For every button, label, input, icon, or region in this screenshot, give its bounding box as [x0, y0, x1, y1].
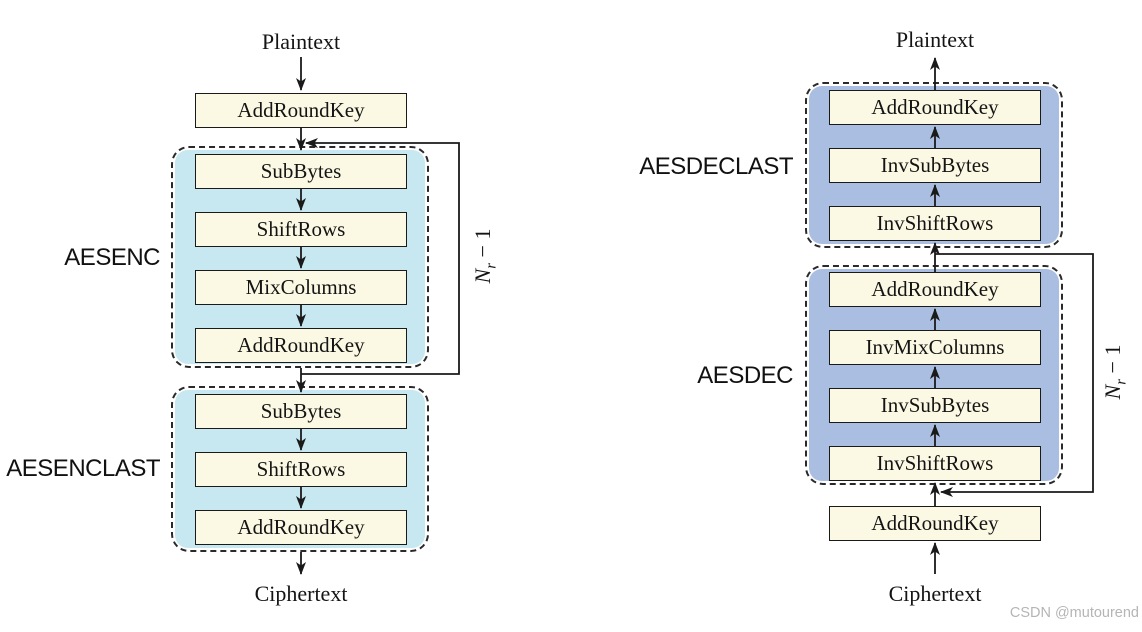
- loop-n-symbol: N: [1100, 384, 1125, 400]
- loop-subscript: r: [483, 262, 500, 269]
- loop-subscript: r: [1113, 378, 1130, 385]
- loop-minus-one: − 1: [1100, 344, 1125, 379]
- enc-ciphertext-label: Ciphertext: [254, 581, 348, 606]
- aesdec-step-addroundkey: AddRoundKey: [829, 272, 1041, 307]
- aesenc-step-shiftrows: ShiftRows: [195, 212, 407, 247]
- aesenc-label: AESENC: [64, 244, 160, 271]
- aesdec-step-invmixcolumns: InvMixColumns: [829, 330, 1041, 365]
- aesenclast-step-shiftrows: ShiftRows: [195, 452, 407, 487]
- watermark-text: CSDN @mutourend: [1009, 605, 1139, 621]
- loop-n-symbol: N: [470, 268, 495, 284]
- aesdeclast-label: AESDECLAST: [639, 153, 793, 180]
- aesenclast-step-subbytes: SubBytes: [195, 394, 407, 429]
- loop-minus-one: − 1: [470, 228, 495, 263]
- dec-plaintext-label: Plaintext: [895, 27, 975, 52]
- aesenc-step-subbytes: SubBytes: [195, 154, 407, 189]
- aesdeclast-step-invsubbytes: InvSubBytes: [829, 148, 1041, 183]
- aesdeclast-step-invshiftrows: InvShiftRows: [829, 206, 1041, 241]
- dec-final-addroundkey-box: AddRoundKey: [829, 506, 1041, 541]
- aesenc-step-mixcolumns: MixColumns: [195, 270, 407, 305]
- dec-ciphertext-label: Ciphertext: [888, 581, 982, 606]
- aesdec-step-invsubbytes: InvSubBytes: [829, 388, 1041, 423]
- dec-loop-count-label: Nr − 1: [1098, 322, 1130, 422]
- enc-initial-addroundkey-box: AddRoundKey: [195, 93, 407, 128]
- aesdeclast-step-addroundkey: AddRoundKey: [829, 90, 1041, 125]
- enc-plaintext-label: Plaintext: [261, 29, 341, 54]
- aesdec-step-invshiftrows: InvShiftRows: [829, 446, 1041, 481]
- enc-loop-count-label: Nr − 1: [468, 206, 500, 306]
- aesdec-label: AESDEC: [697, 362, 793, 389]
- aesenc-step-addroundkey: AddRoundKey: [195, 328, 407, 363]
- aesenclast-step-addroundkey: AddRoundKey: [195, 510, 407, 545]
- aesenclast-label: AESENCLAST: [6, 455, 160, 482]
